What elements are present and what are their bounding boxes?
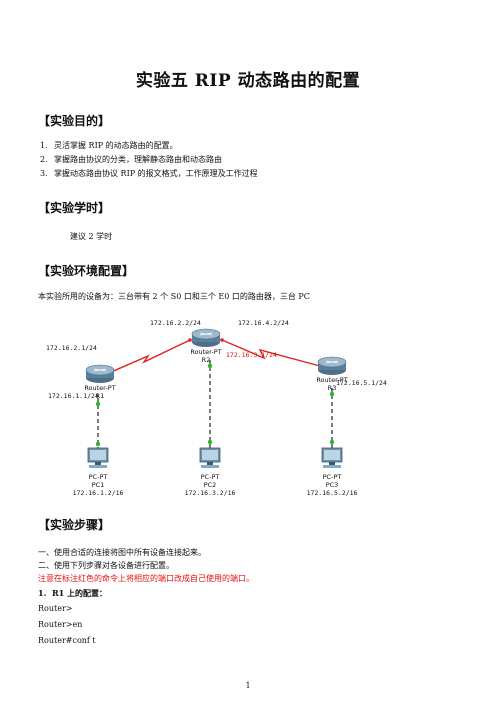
link-dot: [188, 338, 192, 342]
router-r2-type: Router-PT: [190, 348, 221, 356]
ip-label-r1-bottom: 172.16.1.1/24: [48, 392, 99, 400]
router-r3-name: R3: [328, 384, 337, 392]
ip-label-r2-bottom: 172.16.3.1/24: [226, 351, 277, 359]
ip-label-r2-left: 172.16.2.2/24: [150, 319, 201, 327]
heading-steps: 【实验步骤】: [38, 518, 111, 532]
pc1-ip: 172.16.1.2/16: [73, 489, 124, 497]
pc-icon: [87, 447, 109, 468]
step-line-2: 二、使用下列步骤对各设备进行配置。: [38, 561, 174, 570]
pc3-name: PC3: [326, 481, 339, 489]
pc-icon: [199, 447, 221, 468]
link-dot: [220, 338, 224, 342]
link-dot: [329, 439, 335, 445]
pc1-name: PC1: [92, 481, 105, 489]
link-dot: [207, 439, 213, 445]
code-line: Router>: [38, 604, 73, 613]
page-number: 1: [245, 681, 251, 690]
serial-link-r1-r2: [101, 339, 191, 377]
hours-text: 建议 2 学时: [70, 232, 113, 241]
link-dot: [95, 441, 101, 447]
pc2-ip: 172.16.3.2/16: [185, 489, 236, 497]
router-r2: [191, 328, 221, 347]
pc3-ip: 172.16.5.2/16: [307, 489, 358, 497]
step-sub-heading: 1.R1 上的配置：: [38, 588, 107, 598]
step-line-1: 一、使用合适的连接将图中所有设备连接起来。: [38, 548, 206, 557]
pc-icon: [321, 447, 343, 468]
link-dot: [207, 363, 213, 369]
code-line: Router>en: [38, 620, 83, 629]
ip-label-r3-right: 172.16.5.1/24: [336, 379, 387, 387]
page-title: 实验五 RIP 动态路由的配置: [135, 71, 361, 91]
heading-env: 【实验环境配置】: [38, 264, 135, 278]
router-r1-name: R1: [96, 392, 105, 400]
purpose-item-2: 2.掌握路由协议的分类，理解静态路由和动态路由: [40, 155, 222, 164]
router-r3: [317, 356, 347, 375]
purpose-item-1: 1.灵活掌握 RIP 的动态路由的配置。: [40, 141, 178, 150]
purpose-item-3: 3.掌握动态路由协议 RIP 的报文格式，工作原理及工作过程: [40, 169, 258, 178]
ip-label-r1-top: 172.16.2.1/24: [46, 344, 97, 352]
code-line: Router#conf t: [38, 636, 96, 645]
router-r2-name: R2: [202, 356, 211, 364]
link-dot: [329, 391, 335, 397]
heading-purpose: 【实验目的】: [38, 114, 111, 128]
env-text: 本实验所用的设备为：三台带有 2 个 S0 口和三个 E0 口的路由器，三台 P…: [38, 292, 310, 301]
router-r1-type: Router-PT: [84, 384, 115, 392]
pc1-type: PC-PT: [89, 473, 108, 481]
network-topology-diagram: Router-PT R2 Router-PT R1 Router-PT R3 P…: [46, 319, 387, 497]
heading-hours: 【实验学时】: [38, 201, 111, 215]
pc2-name: PC2: [204, 481, 217, 489]
ip-label-r2-right: 172.16.4.2/24: [238, 319, 289, 327]
pc2-type: PC-PT: [201, 473, 220, 481]
serial-link-r2-r3: [221, 339, 321, 367]
link-dot: [95, 401, 101, 407]
router-r1: [85, 364, 115, 383]
pc3-type: PC-PT: [323, 473, 342, 481]
router-r3-type: Router-PT: [316, 376, 347, 384]
step-note: 注意在标注红色的命令上将相应的端口改成自己使用的端口。: [38, 574, 254, 583]
